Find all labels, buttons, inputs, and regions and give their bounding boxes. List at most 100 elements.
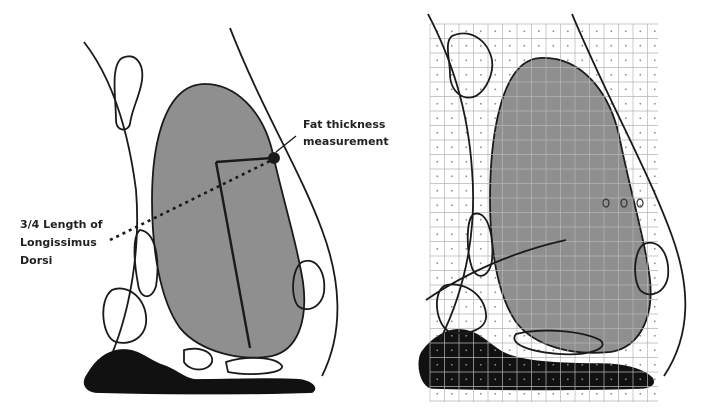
grid-point xyxy=(451,88,453,90)
grid-point xyxy=(581,248,583,250)
grid-point xyxy=(596,378,598,380)
grid-point xyxy=(596,117,598,119)
grid-point xyxy=(436,190,438,192)
grid-point xyxy=(552,30,554,32)
grid-point xyxy=(509,146,511,148)
grid-point xyxy=(567,291,569,293)
grid-point xyxy=(436,59,438,61)
grid-point xyxy=(625,30,627,32)
grid-point xyxy=(436,349,438,351)
grid-point xyxy=(480,117,482,119)
grid-point xyxy=(596,291,598,293)
grid-point xyxy=(552,88,554,90)
grid-point xyxy=(596,74,598,76)
grid-point xyxy=(596,248,598,250)
grid-point xyxy=(465,248,467,250)
grid-point xyxy=(552,45,554,47)
grid-point xyxy=(567,59,569,61)
grid-point xyxy=(567,277,569,279)
grid-point xyxy=(625,161,627,163)
grid-point xyxy=(625,88,627,90)
grid-point xyxy=(523,233,525,235)
grid-point xyxy=(538,277,540,279)
grid-point xyxy=(509,262,511,264)
grid-point xyxy=(538,219,540,221)
grid-point xyxy=(654,117,656,119)
grid-point xyxy=(538,204,540,206)
grid-point xyxy=(639,132,641,134)
grid-point xyxy=(451,161,453,163)
grid-point xyxy=(567,190,569,192)
grid-point xyxy=(625,233,627,235)
grid-point xyxy=(552,161,554,163)
grid-point xyxy=(465,146,467,148)
grid-point xyxy=(639,103,641,105)
grid-point xyxy=(552,349,554,351)
grid-point xyxy=(639,320,641,322)
grid-point xyxy=(436,74,438,76)
grid-point xyxy=(480,262,482,264)
grid-point xyxy=(451,59,453,61)
grid-point xyxy=(494,132,496,134)
grid-point xyxy=(523,364,525,366)
grid-point xyxy=(639,233,641,235)
grid-point xyxy=(654,132,656,134)
grid-point xyxy=(436,132,438,134)
grid-point xyxy=(451,262,453,264)
grid-point xyxy=(451,190,453,192)
grid-point xyxy=(552,117,554,119)
grid-point xyxy=(494,190,496,192)
grid-point xyxy=(451,233,453,235)
grid-point xyxy=(596,393,598,395)
grid-point xyxy=(494,306,496,308)
grid-point xyxy=(465,349,467,351)
grid-point xyxy=(581,161,583,163)
grid-point xyxy=(625,378,627,380)
grid-point xyxy=(581,393,583,395)
grid-point xyxy=(654,59,656,61)
fat-thickness-label-line2: measurement xyxy=(303,135,389,148)
grid-point xyxy=(639,45,641,47)
grid-point xyxy=(581,74,583,76)
grid-point xyxy=(625,103,627,105)
grid-point xyxy=(480,190,482,192)
grid-point xyxy=(596,219,598,221)
grid-point xyxy=(610,335,612,337)
grid-point xyxy=(581,233,583,235)
grid-point xyxy=(581,291,583,293)
grid-point xyxy=(436,88,438,90)
grid-point xyxy=(523,335,525,337)
grid-point xyxy=(596,262,598,264)
grid-point xyxy=(625,190,627,192)
grid-point xyxy=(465,335,467,337)
grid-point xyxy=(596,335,598,337)
grid-point xyxy=(465,364,467,366)
grid-point xyxy=(451,204,453,206)
grid-point xyxy=(538,161,540,163)
grid-point xyxy=(523,146,525,148)
grid-point xyxy=(567,233,569,235)
grid-point xyxy=(523,88,525,90)
grid-point xyxy=(465,219,467,221)
grid-point xyxy=(625,175,627,177)
right-panel-grid-diagram xyxy=(419,14,685,402)
grid-point xyxy=(654,393,656,395)
grid-point xyxy=(509,204,511,206)
grid-point xyxy=(610,161,612,163)
grid-point xyxy=(567,349,569,351)
grid-point xyxy=(451,393,453,395)
grid-point xyxy=(552,291,554,293)
grid-point xyxy=(625,320,627,322)
grid-point xyxy=(610,320,612,322)
grid-point xyxy=(610,132,612,134)
grid-point xyxy=(436,117,438,119)
grid-point xyxy=(654,277,656,279)
grid-point xyxy=(538,233,540,235)
grid-point xyxy=(581,45,583,47)
grid-point xyxy=(625,45,627,47)
grid-point xyxy=(494,219,496,221)
grid-point xyxy=(480,306,482,308)
grid-point xyxy=(494,175,496,177)
grid-point xyxy=(581,30,583,32)
grid-point xyxy=(654,204,656,206)
